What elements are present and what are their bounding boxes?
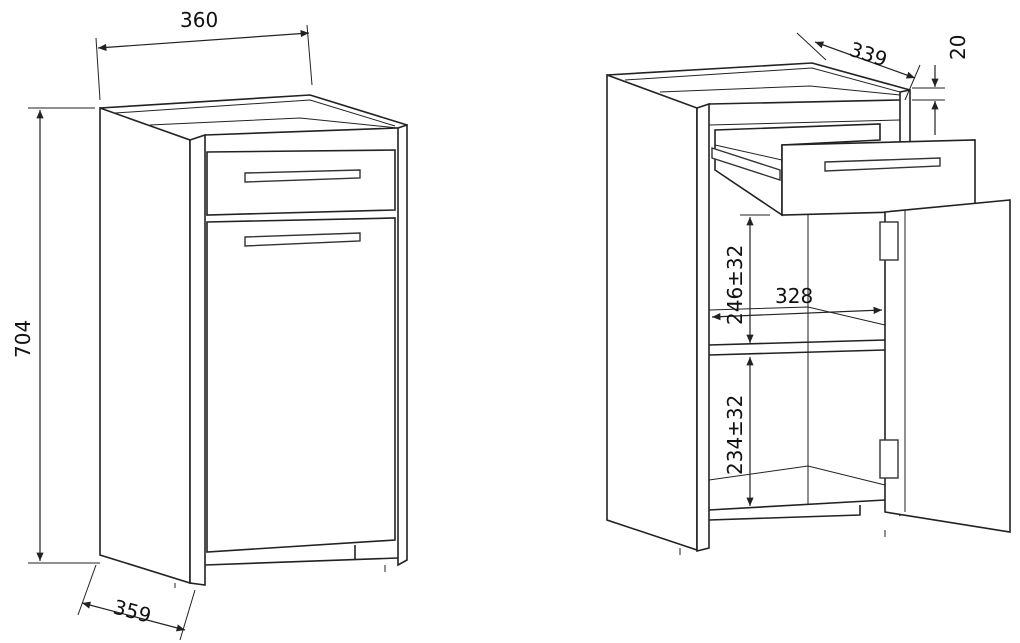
width-label: 360 [180, 8, 218, 32]
upper-space-label: 246±32 [723, 245, 747, 325]
drawer-front [206, 149, 396, 216]
hinge-icon [879, 221, 899, 261]
hinge-icon [879, 439, 899, 479]
open-door [884, 199, 1011, 533]
dimension-depth: 359 [77, 564, 196, 641]
dimension-inner-depth: 339 [796, 32, 921, 101]
closed-cabinet [99, 94, 408, 588]
lower-space-label: 234±32 [723, 395, 747, 475]
drawer-slide [711, 147, 781, 181]
drawer-handle [824, 157, 941, 172]
dimension-inner-width: 328 [711, 284, 883, 321]
top-rail-label: 20 [946, 35, 970, 60]
drawer-front [781, 139, 976, 216]
inner-depth-label: 339 [846, 37, 890, 72]
dimension-top-rail: 20 [912, 35, 970, 135]
height-label: 704 [11, 320, 35, 358]
dimension-height: 704 [11, 107, 100, 564]
open-cabinet [606, 62, 1011, 555]
dimension-lower-space: 234±32 [723, 357, 754, 506]
door [206, 217, 396, 553]
dimension-width: 360 [95, 8, 313, 101]
inner-width-label: 328 [775, 284, 813, 308]
door-handle [244, 232, 361, 247]
depth-label: 359 [111, 595, 154, 628]
dimension-upper-space: 246±32 [723, 214, 770, 343]
drawer-handle [244, 169, 361, 183]
